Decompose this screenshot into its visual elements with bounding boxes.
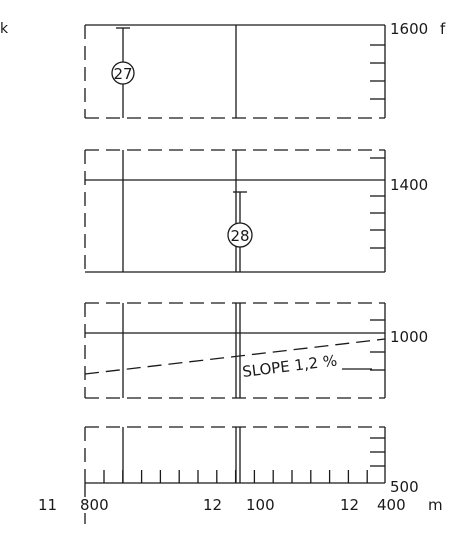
corner-mark: k bbox=[0, 21, 9, 37]
panel-4 bbox=[84, 426, 386, 524]
panel-3 bbox=[84, 302, 386, 399]
station-ticks bbox=[103, 470, 368, 483]
panel-1: 27 bbox=[84, 24, 386, 119]
panel-2: 28 bbox=[84, 149, 386, 273]
station-11800-km: 11 bbox=[38, 496, 57, 514]
station-11800-m: 800 bbox=[80, 496, 109, 514]
elevation-label-1600: 1600 bbox=[390, 20, 428, 38]
marker-27-circle bbox=[111, 61, 135, 85]
station-12400-km: 12 bbox=[340, 496, 359, 514]
elevation-label-1400: 1400 bbox=[390, 176, 428, 194]
station-12100-km: 12 bbox=[203, 496, 222, 514]
station-12100-m: 100 bbox=[246, 496, 275, 514]
marker-28-circle bbox=[227, 222, 253, 248]
marker-27-label: 27 bbox=[113, 65, 132, 83]
elevation-label-1000: 1000 bbox=[390, 328, 428, 346]
slope-annotation: SLOPE 1,2 % bbox=[241, 351, 338, 380]
elevation-label-500: 500 bbox=[390, 478, 419, 496]
station-12400-m: 400 bbox=[377, 496, 406, 514]
station-unit-label: m bbox=[428, 496, 443, 514]
marker-28-label: 28 bbox=[230, 227, 249, 245]
slope-line bbox=[84, 338, 386, 375]
elevation-unit-label: f bbox=[440, 20, 446, 38]
